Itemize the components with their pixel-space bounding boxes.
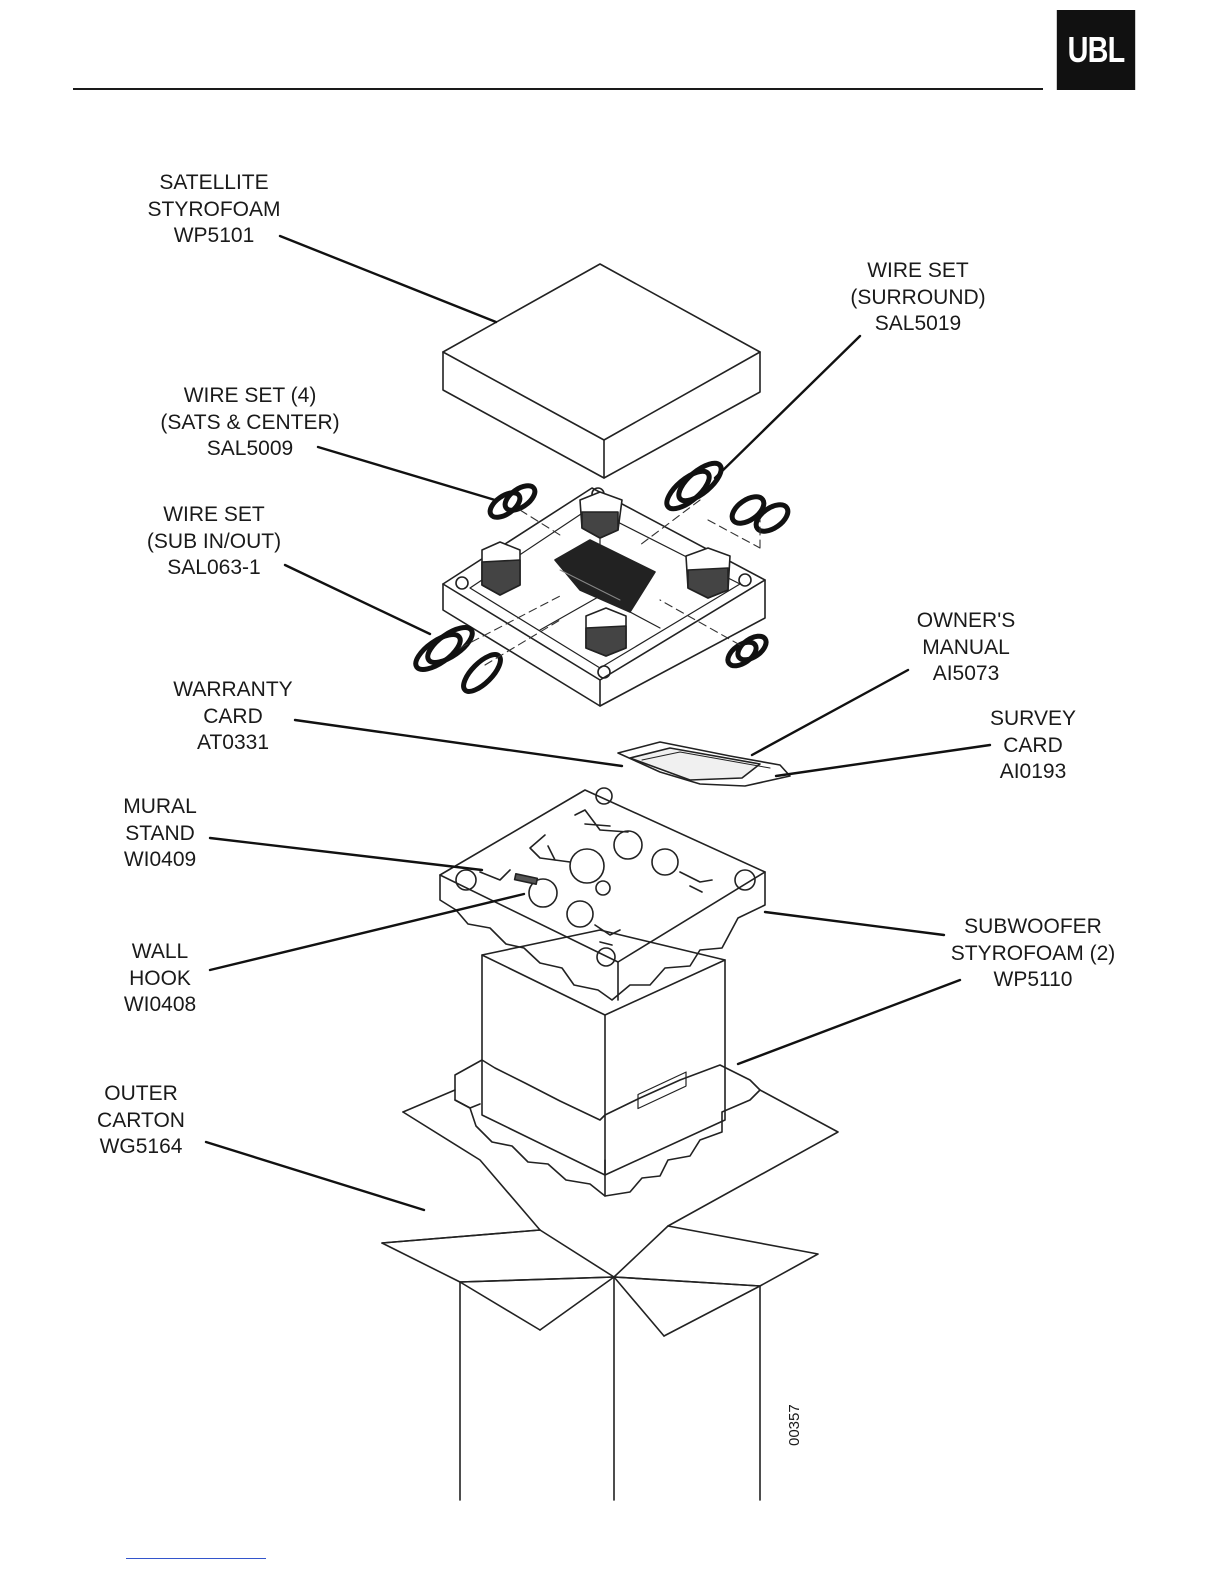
callout-line: (SUB IN/OUT) bbox=[134, 529, 294, 556]
callout-line: OWNER'S bbox=[905, 608, 1027, 635]
callout-line: SAL5009 bbox=[150, 436, 350, 463]
callout-line: SATELLITE bbox=[143, 170, 285, 197]
callout-wall-hook: WALL HOOK WI0408 bbox=[110, 939, 210, 1019]
callout-line: WP5110 bbox=[938, 967, 1128, 994]
callout-line: MURAL bbox=[110, 794, 210, 821]
callout-wire-set-sub-in-out: WIRE SET (SUB IN/OUT) SAL063-1 bbox=[134, 502, 294, 582]
callout-line: AI5073 bbox=[905, 661, 1027, 688]
footer-link-underline bbox=[126, 1558, 266, 1559]
callout-line: AI0193 bbox=[978, 759, 1088, 786]
callout-line: WIRE SET (4) bbox=[150, 383, 350, 410]
callout-line: WI0408 bbox=[110, 992, 210, 1019]
callout-line: WG5164 bbox=[88, 1134, 194, 1161]
callout-owners-manual: OWNER'S MANUAL AI5073 bbox=[905, 608, 1027, 688]
callout-line: STYROFOAM (2) bbox=[938, 941, 1128, 968]
callout-line: SUBWOOFER bbox=[938, 914, 1128, 941]
callout-line: HOOK bbox=[110, 966, 210, 993]
callout-wire-set-sats-center: WIRE SET (4) (SATS & CENTER) SAL5009 bbox=[150, 383, 350, 463]
callout-line: WARRANTY bbox=[162, 677, 304, 704]
callout-line: CARTON bbox=[88, 1108, 194, 1135]
callout-line: (SURROUND) bbox=[840, 285, 996, 312]
lower-subwoofer-styrofoam-drawing bbox=[455, 1060, 760, 1196]
callout-line: STYROFOAM bbox=[143, 197, 285, 224]
callout-survey-card: SURVEY CARD AI0193 bbox=[978, 706, 1088, 786]
satellite-styrofoam-lid-drawing bbox=[443, 264, 760, 478]
callout-line: (SATS & CENTER) bbox=[150, 410, 350, 437]
callout-line: WALL bbox=[110, 939, 210, 966]
callout-outer-carton: OUTER CARTON WG5164 bbox=[88, 1081, 194, 1161]
callout-line: SAL5019 bbox=[840, 311, 996, 338]
satellite-tray-drawing bbox=[443, 488, 765, 706]
callout-line: OUTER bbox=[88, 1081, 194, 1108]
callout-mural-stand: MURAL STAND WI0409 bbox=[110, 794, 210, 874]
callout-line: WIRE SET bbox=[134, 502, 294, 529]
callout-line: WI0409 bbox=[110, 847, 210, 874]
callout-wire-set-surround: WIRE SET (SURROUND) SAL5019 bbox=[840, 258, 996, 338]
callout-line: SURVEY bbox=[978, 706, 1088, 733]
callout-line: STAND bbox=[110, 821, 210, 848]
outer-carton-drawing bbox=[382, 1090, 838, 1500]
callout-line: MANUAL bbox=[905, 635, 1027, 662]
callout-line: CARD bbox=[162, 704, 304, 731]
callout-line: SAL063-1 bbox=[134, 555, 294, 582]
callout-line: AT0331 bbox=[162, 730, 304, 757]
figure-number: 00357 bbox=[786, 1404, 803, 1446]
callout-warranty-card: WARRANTY CARD AT0331 bbox=[162, 677, 304, 757]
callout-line: WP5101 bbox=[143, 223, 285, 250]
callout-satellite-styrofoam: SATELLITE STYROFOAM WP5101 bbox=[143, 170, 285, 250]
upper-subwoofer-styrofoam-drawing bbox=[440, 788, 765, 1000]
callout-subwoofer-styrofoam: SUBWOOFER STYROFOAM (2) WP5110 bbox=[938, 914, 1128, 994]
callout-line: WIRE SET bbox=[840, 258, 996, 285]
callout-line: CARD bbox=[978, 733, 1088, 760]
